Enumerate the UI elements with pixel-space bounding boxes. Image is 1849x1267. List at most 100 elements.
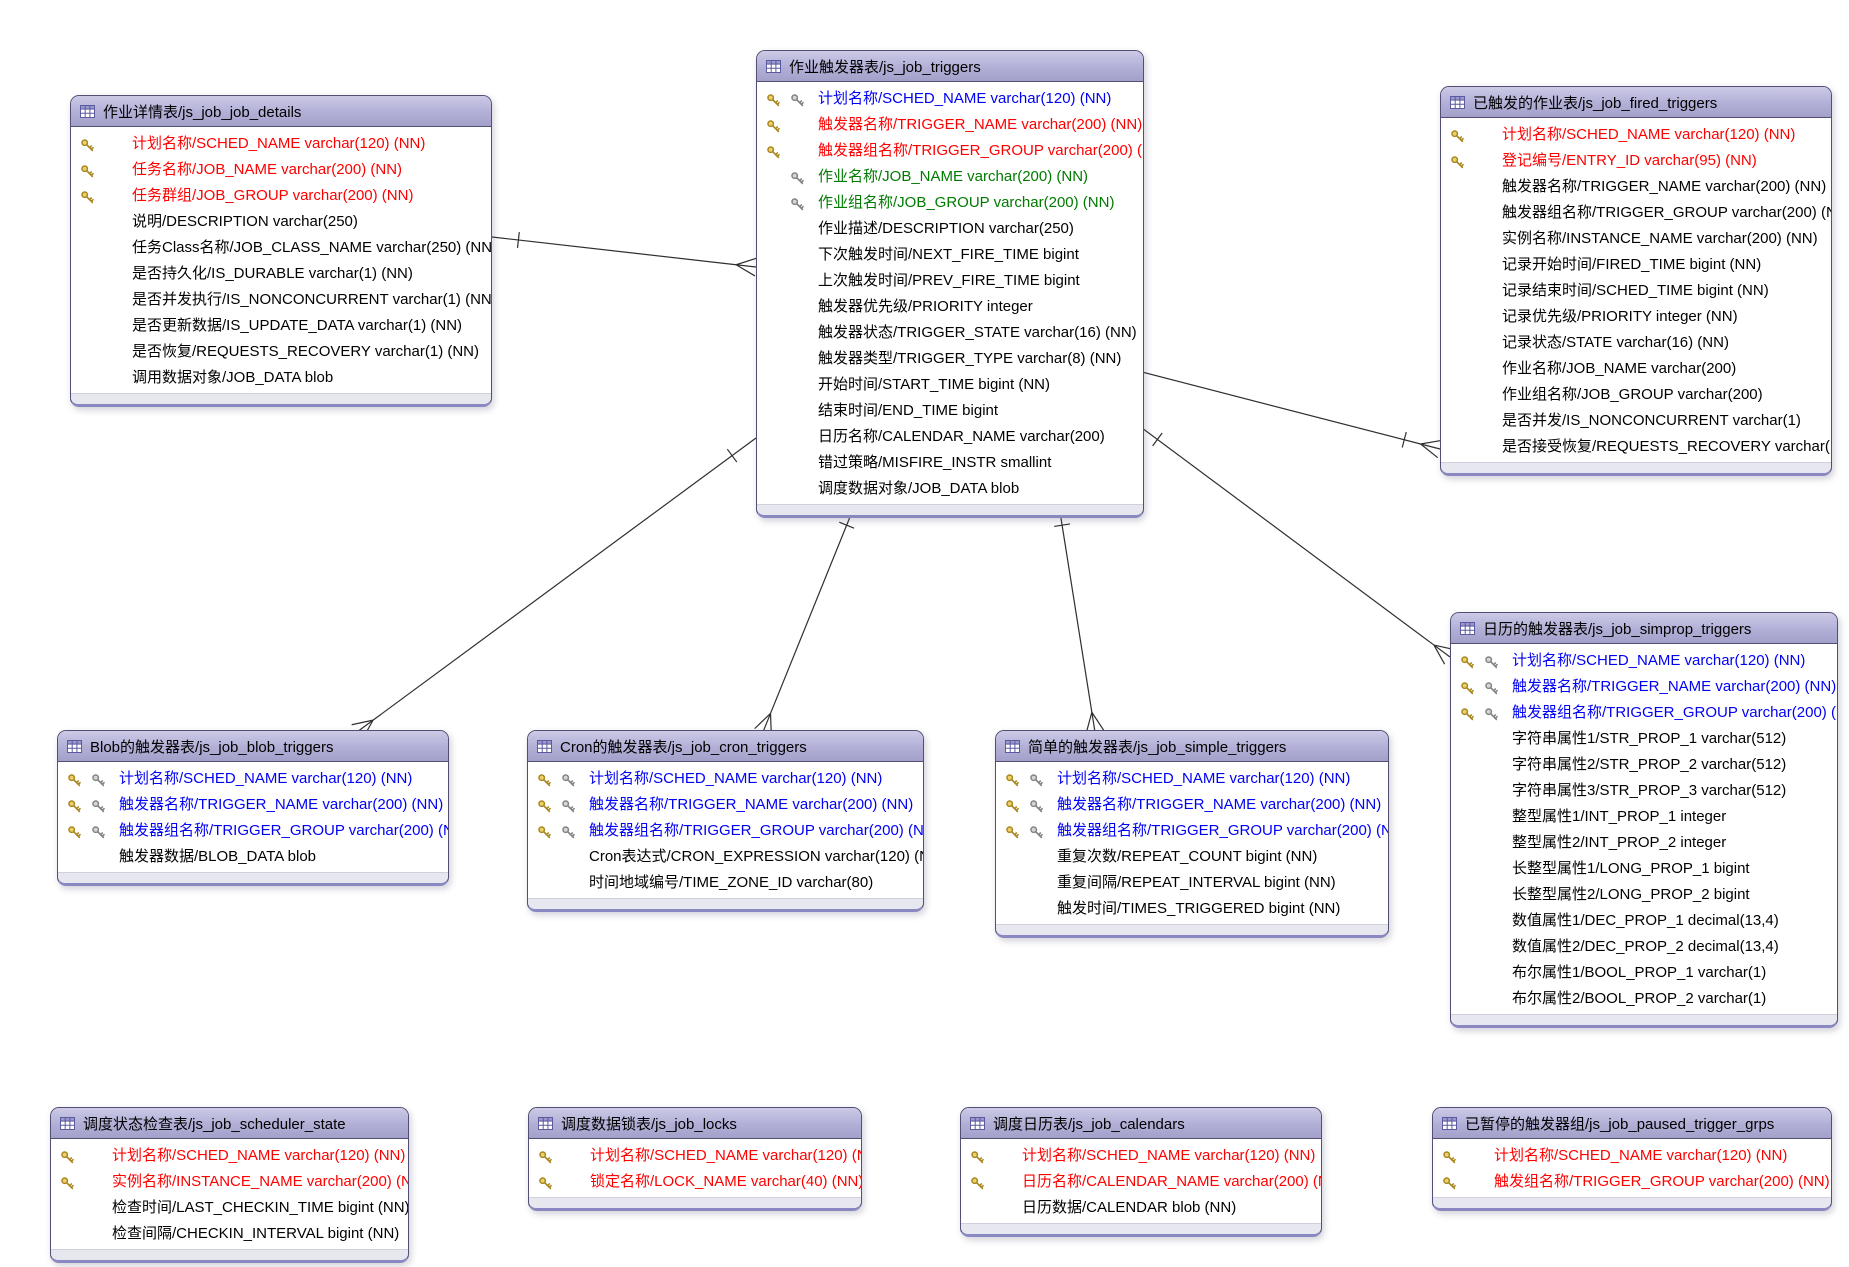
primary-key-icon <box>538 1148 553 1164</box>
foreign-key-icon <box>561 771 576 787</box>
column-row: 布尔属性2/BOOL_PROP_2 varchar(1) <box>1451 986 1837 1012</box>
column-definition: 触发器组名称/TRIGGER_GROUP varchar(200) (NN) <box>1502 204 1832 221</box>
table-js_job_simprop_triggers[interactable]: 日历的触发器表/js_job_simprop_triggers 计划名称/SCHE… <box>1450 612 1838 1028</box>
column-row: 触发器组名称/TRIGGER_GROUP varchar(200) (NN) <box>757 138 1143 164</box>
column-row: 长整型属性1/LONG_PROP_1 bigint <box>1451 856 1837 882</box>
relationship-js_job_triggers-to-js_job_simple_triggers <box>1054 511 1105 734</box>
table-icon <box>1005 739 1020 753</box>
column-definition: 实例名称/INSTANCE_NAME varchar(200) (NN) <box>1502 230 1818 247</box>
column-definition: 计划名称/SCHED_NAME varchar(120) (NN) <box>1022 1147 1316 1164</box>
column-definition: 计划名称/SCHED_NAME varchar(120) (NN) <box>1494 1147 1788 1164</box>
table-icon <box>970 1116 985 1130</box>
column-definition: 触发器名称/TRIGGER_NAME varchar(200) (NN) <box>818 116 1143 133</box>
primary-key-icon <box>537 823 552 839</box>
table-header: 调度状态检查表/js_job_scheduler_state <box>51 1108 408 1139</box>
column-definition: 触发器名称/TRIGGER_NAME varchar(200) (NN) <box>1512 678 1837 695</box>
column-definition: 布尔属性1/BOOL_PROP_1 varchar(1) <box>1512 964 1767 981</box>
table-title: 调度数据锁表/js_job_locks <box>561 1115 737 1133</box>
column-row: 日历数据/CALENDAR blob (NN) <box>961 1195 1321 1221</box>
primary-key-icon <box>67 797 82 813</box>
table-footer <box>961 1223 1321 1234</box>
column-row: 日历名称/CALENDAR_NAME varchar(200) <box>757 424 1143 450</box>
primary-key-icon <box>80 136 95 152</box>
table-header: 已暂停的触发器组/js_job_paused_trigger_grps <box>1433 1108 1831 1139</box>
column-row: 登记编号/ENTRY_ID varchar(95) (NN) <box>1441 148 1831 174</box>
column-row: 计划名称/SCHED_NAME varchar(120) (NN) <box>961 1143 1321 1169</box>
table-icon <box>766 59 781 73</box>
column-row: 长整型属性2/LONG_PROP_2 bigint <box>1451 882 1837 908</box>
table-title: 调度日历表/js_job_calendars <box>993 1115 1185 1133</box>
crow-foot <box>1420 443 1439 459</box>
column-row: 作业名称/JOB_NAME varchar(200) (NN) <box>757 164 1143 190</box>
crow-foot <box>1433 644 1451 658</box>
column-definition: 触发器数据/BLOB_DATA blob <box>119 848 317 865</box>
column-definition: 时间地域编号/TIME_ZONE_ID varchar(80) <box>589 874 874 891</box>
table-icon <box>1442 1116 1457 1130</box>
table-footer <box>757 504 1143 515</box>
column-row: 整型属性1/INT_PROP_1 integer <box>1451 804 1837 830</box>
foreign-key-icon <box>1029 797 1044 813</box>
column-definition: 是否并发执行/IS_NONCONCURRENT varchar(1) (NN) <box>132 291 492 308</box>
column-row: 日历名称/CALENDAR_NAME varchar(200) (NN) <box>961 1169 1321 1195</box>
primary-key-icon <box>1460 679 1475 695</box>
primary-key-icon <box>537 771 552 787</box>
table-body: 计划名称/SCHED_NAME varchar(120) (NN)触发器名称/T… <box>528 762 923 898</box>
table-header: 调度数据锁表/js_job_locks <box>529 1108 861 1139</box>
foreign-key-icon <box>91 771 106 787</box>
column-row: 触发器组名称/TRIGGER_GROUP varchar(200) (NN) <box>528 818 923 844</box>
primary-key-icon <box>1005 771 1020 787</box>
relationship-js_job_triggers-to-js_job_cron_triggers <box>754 511 855 736</box>
table-footer <box>529 1197 861 1208</box>
column-row: 重复次数/REPEAT_COUNT bigint (NN) <box>996 844 1388 870</box>
column-row: 时间地域编号/TIME_ZONE_ID varchar(80) <box>528 870 923 896</box>
column-definition: 触发器名称/TRIGGER_NAME varchar(200) (NN) <box>1502 178 1827 195</box>
table-body: 计划名称/SCHED_NAME varchar(120) (NN)触发器名称/T… <box>996 762 1388 924</box>
crow-foot <box>735 257 758 266</box>
crow-foot <box>1091 712 1096 733</box>
table-js_job_calendars[interactable]: 调度日历表/js_job_calendars 计划名称/SCHED_NAME va… <box>960 1107 1322 1237</box>
foreign-key-icon <box>790 195 805 211</box>
column-definition: 锁定名称/LOCK_NAME varchar(40) (NN) <box>590 1173 862 1190</box>
column-definition: 重复间隔/REPEAT_INTERVAL bigint (NN) <box>1057 874 1336 891</box>
primary-key-icon <box>60 1148 75 1164</box>
table-body: 计划名称/SCHED_NAME varchar(120) (NN)触发组名称/T… <box>1433 1139 1831 1197</box>
column-definition: 检查时间/LAST_CHECKIN_TIME bigint (NN) <box>112 1199 409 1216</box>
column-row: 重复间隔/REPEAT_INTERVAL bigint (NN) <box>996 870 1388 896</box>
column-row: 计划名称/SCHED_NAME varchar(120) (NN) <box>1433 1143 1831 1169</box>
column-row: 字符串属性2/STR_PROP_2 varchar(512) <box>1451 752 1837 778</box>
column-definition: 任务群组/JOB_GROUP varchar(200) (NN) <box>132 187 414 204</box>
table-title: 调度状态检查表/js_job_scheduler_state <box>83 1115 346 1133</box>
column-row: 触发器组名称/TRIGGER_GROUP varchar(200) (NN) <box>58 818 448 844</box>
primary-key-icon <box>1450 127 1465 143</box>
relationship-js_job_triggers-to-js_job_blob_triggers <box>351 437 757 740</box>
column-row: 触发器名称/TRIGGER_NAME varchar(200) (NN) <box>58 792 448 818</box>
one-tick <box>516 231 520 249</box>
column-row: 是否并发/IS_NONCONCURRENT varchar(1) <box>1441 408 1831 434</box>
column-row: 触发器状态/TRIGGER_STATE varchar(16) (NN) <box>757 320 1143 346</box>
column-definition: 错过策略/MISFIRE_INSTR smallint <box>818 454 1052 471</box>
table-icon <box>538 1116 553 1130</box>
column-definition: 触发器状态/TRIGGER_STATE varchar(16) (NN) <box>818 324 1137 341</box>
column-definition: 下次触发时间/NEXT_FIRE_TIME bigint <box>818 246 1079 263</box>
column-definition: 数值属性1/DEC_PROP_1 decimal(13,4) <box>1512 912 1779 929</box>
foreign-key-icon <box>91 797 106 813</box>
foreign-key-icon <box>1029 771 1044 787</box>
column-row: 是否更新数据/IS_UPDATE_DATA varchar(1) (NN) <box>71 313 491 339</box>
column-definition: 触发器组名称/TRIGGER_GROUP varchar(200) (NN) <box>1057 822 1389 839</box>
column-definition: 记录开始时间/FIRED_TIME bigint (NN) <box>1502 256 1762 273</box>
column-row: 计划名称/SCHED_NAME varchar(120) (NN) <box>996 766 1388 792</box>
foreign-key-icon <box>790 91 805 107</box>
table-title: 日历的触发器表/js_job_simprop_triggers <box>1483 620 1752 638</box>
column-row: 触发时间/TIMES_TRIGGERED bigint (NN) <box>996 896 1388 922</box>
column-row: 计划名称/SCHED_NAME varchar(120) (NN) <box>1451 648 1837 674</box>
table-footer <box>996 924 1388 935</box>
